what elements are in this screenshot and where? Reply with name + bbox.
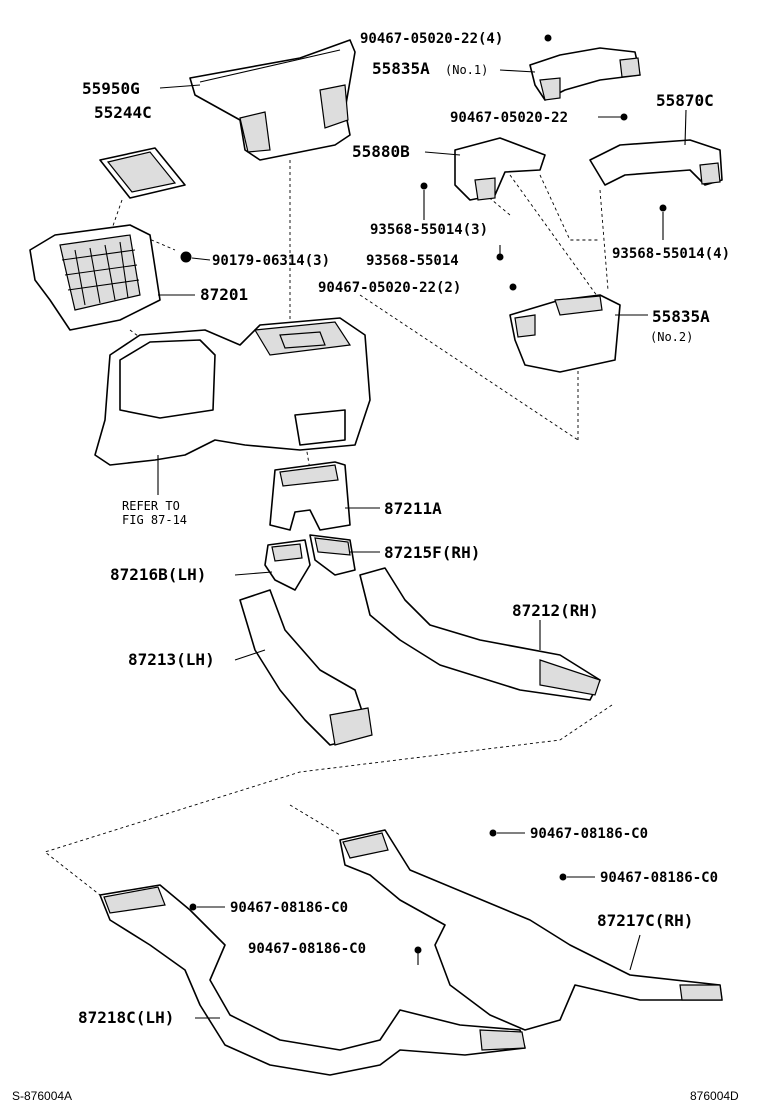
- part-87211a: [269, 461, 351, 531]
- part-labels: 55950G 55244C 90467-05020-22(4) 55835A (…: [78, 31, 730, 1027]
- label-55835a-no1-note: (No.1): [445, 63, 488, 77]
- part-87201-case: [29, 224, 161, 331]
- label-55950g: 55950G: [82, 79, 140, 98]
- label-87218c: 87218C(LH): [78, 1008, 174, 1027]
- part-heater-unit: [94, 317, 371, 495]
- footer-left-code: S-876004A: [12, 1089, 72, 1103]
- label-55244c: 55244C: [94, 103, 152, 122]
- label-93568-4: 93568-55014(4): [612, 246, 730, 262]
- part-55880b: [454, 137, 546, 201]
- label-87213: 87213(LH): [128, 650, 215, 669]
- label-55835a-no1: 55835A: [372, 59, 430, 78]
- label-87215f: 87215F(RH): [384, 543, 480, 562]
- footer-right-code: 876004D: [690, 1089, 739, 1103]
- label-87211a: 87211A: [384, 499, 442, 518]
- part-55835a-no2: [509, 294, 621, 373]
- label-90467-top: 90467-05020-22(4): [360, 31, 503, 47]
- part-87215f: [309, 534, 356, 576]
- label-refer-to: REFER TO: [122, 499, 180, 513]
- part-55244c-filter: [99, 147, 186, 199]
- leader-lines: [158, 69, 687, 1019]
- label-87217c: 87217C(RH): [597, 911, 693, 930]
- label-87201: 87201: [200, 285, 248, 304]
- part-87212-duct: [359, 567, 601, 701]
- label-90467-2: 90467-05020-22(2): [318, 280, 461, 296]
- label-55835a-no2: 55835A: [652, 307, 710, 326]
- part-87216b: [264, 539, 311, 591]
- label-93568-b: 93568-55014: [366, 253, 459, 269]
- label-90179: 90179-06314(3): [212, 253, 330, 269]
- label-55870c: 55870C: [656, 91, 714, 110]
- label-93568-3: 93568-55014(3): [370, 222, 488, 238]
- label-87216b: 87216B(LH): [110, 565, 206, 584]
- label-87212: 87212(RH): [512, 601, 599, 620]
- part-87217c-duct: [339, 829, 723, 1031]
- part-55835a-no1: [529, 47, 641, 101]
- label-90467-08186-c: 90467-08186-C0: [230, 900, 348, 916]
- label-refer-fig: FIG 87-14: [122, 513, 187, 527]
- label-90467-mid: 90467-05020-22: [450, 110, 568, 126]
- fasteners: [180, 34, 667, 954]
- label-55835a-no2-note: (No.2): [650, 330, 693, 344]
- part-87213-duct: [239, 589, 373, 746]
- part-87218c-duct: [99, 884, 526, 1076]
- label-90467-08186-d: 90467-08186-C0: [248, 941, 366, 957]
- part-55870c: [589, 139, 723, 186]
- label-55880b: 55880B: [352, 142, 410, 161]
- label-90467-08186-b: 90467-08186-C0: [600, 870, 718, 886]
- label-90467-08186-a: 90467-08186-C0: [530, 826, 648, 842]
- part-55950g-duct: [189, 39, 356, 161]
